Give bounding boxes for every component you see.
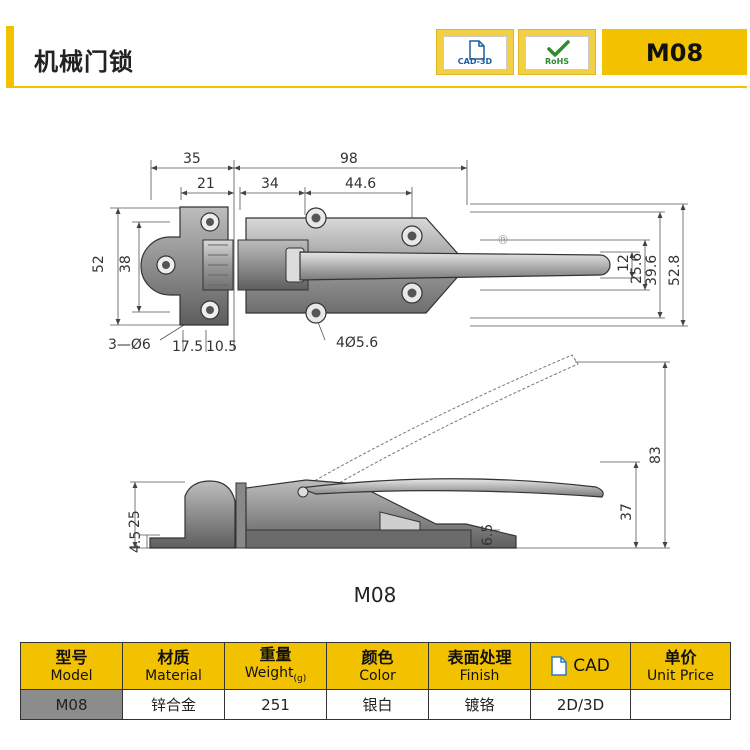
dim-39-6: 39.6	[644, 255, 660, 286]
side-view-dimension-labels: 25 4.5 6.5 37 83	[127, 446, 664, 553]
rohs-card: RoHS	[525, 36, 589, 70]
product-title: 机械门锁	[34, 48, 134, 76]
dimension-lines-top	[110, 160, 688, 352]
header-color: 颜色 Color	[326, 642, 429, 690]
cad-3d-label: CAD-3D	[457, 57, 493, 66]
registered-mark: ®	[497, 233, 509, 247]
document-icon	[551, 656, 567, 676]
hole-spec-large: 4Ø5.6	[336, 335, 378, 351]
technical-drawing: ® 35 98 21 34 44.6 52 38 12 25.6 39.6 52…	[91, 151, 688, 553]
dim-17-5: 17.5	[172, 339, 203, 355]
cell-model: M08	[20, 689, 123, 720]
rohs-label: RoHS	[544, 57, 570, 66]
dim-6-5: 6.5	[480, 524, 496, 546]
header-finish: 表面处理 Finish	[428, 642, 531, 690]
header-cad: CAD	[530, 642, 631, 690]
dim-37: 37	[619, 503, 635, 521]
cell-cad[interactable]: 2D/3D	[530, 689, 631, 720]
header-weight-unit: (g)	[293, 673, 307, 684]
model-code: M08	[645, 39, 704, 67]
dim-21: 21	[197, 176, 215, 192]
dim-10-5: 10.5	[206, 339, 237, 355]
dim-44-6: 44.6	[345, 176, 376, 192]
rohs-badge[interactable]: RoHS	[518, 29, 596, 75]
header-material: 材质 Material	[122, 642, 225, 690]
dim-25: 25	[127, 510, 143, 528]
checkmark-icon	[547, 40, 570, 57]
top-view-bracket	[140, 206, 234, 326]
header-model: 型号 Model	[20, 642, 123, 690]
header-weight-en: Weight	[244, 664, 294, 681]
cell-unit-price	[630, 689, 731, 720]
side-view-handle-open	[300, 354, 579, 496]
header-divider	[14, 86, 747, 88]
header-accent-bar	[6, 26, 14, 88]
dim-38: 38	[118, 255, 134, 273]
dim-34: 34	[261, 176, 279, 192]
header-weight: 重量 Weight(g)	[224, 642, 327, 690]
dim-52: 52	[91, 255, 107, 273]
spec-table: 型号 Model 材质 Material 重量 Weight(g) 颜色 Col…	[20, 642, 731, 720]
cell-color: 银白	[326, 689, 429, 720]
spec-table-header-row: 型号 Model 材质 Material 重量 Weight(g) 颜色 Col…	[20, 642, 731, 690]
top-view-dimension-labels: 35 98 21 34 44.6 52 38 12 25.6 39.6 52.8…	[91, 151, 683, 355]
dim-98: 98	[340, 151, 358, 167]
document-icon	[469, 40, 485, 60]
dim-35: 35	[183, 151, 201, 167]
dim-4-5: 4.5	[128, 531, 144, 553]
model-code-box: M08	[602, 29, 747, 75]
cell-material: 锌合金	[122, 689, 225, 720]
header-unit-price: 单价 Unit Price	[630, 642, 731, 690]
dim-12: 12	[616, 254, 632, 272]
dim-52-8: 52.8	[667, 255, 683, 286]
hole-spec-small: 3—Ø6	[108, 337, 151, 353]
dim-83: 83	[648, 446, 664, 464]
top-view-handle: ®	[299, 233, 611, 281]
cell-finish: 镀铬	[428, 689, 531, 720]
dimension-arrows-top	[115, 165, 686, 326]
side-view-body	[149, 478, 604, 549]
cad-card: CAD-3D	[443, 36, 507, 70]
product-header: 机械门锁 CAD-3D RoHS M08	[6, 26, 747, 88]
cad-3d-badge[interactable]: CAD-3D	[436, 29, 514, 75]
header-cad-label: CAD	[573, 656, 610, 676]
drawing-caption: M08	[353, 583, 397, 607]
dim-25-6: 25.6	[629, 253, 645, 284]
cell-weight: 251	[224, 689, 327, 720]
table-row: M08 锌合金 251 银白 镀铬 2D/3D	[20, 689, 731, 720]
